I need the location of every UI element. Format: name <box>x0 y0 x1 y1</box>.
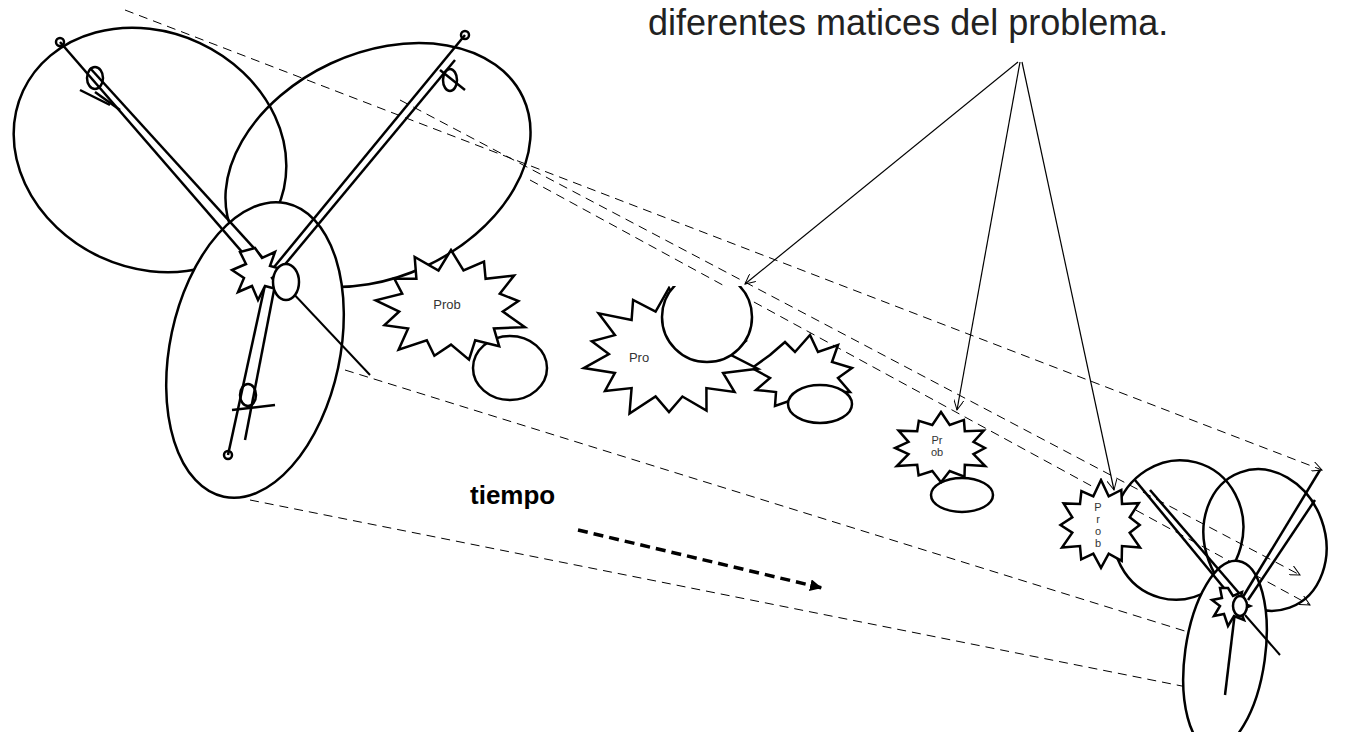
callout-note: diferentes matices del problema. <box>648 2 1168 44</box>
axis-label: tiempo <box>470 480 555 511</box>
problem-text: Pr ob <box>928 434 946 458</box>
problem-text: Pro <box>629 351 649 365</box>
problem-starburst: Prob <box>370 248 532 366</box>
problem-starburst: Pro <box>576 286 762 422</box>
problem-starburst: Pr ob <box>888 410 994 486</box>
projection-lines <box>125 10 1322 700</box>
starburst-outline <box>576 286 762 422</box>
left-triad <box>0 0 570 514</box>
time-arrow <box>578 530 822 588</box>
problem-starburst: P r o b <box>1054 478 1148 572</box>
problem-text: P r o b <box>1094 501 1102 549</box>
right-triad <box>1097 446 1346 732</box>
leader-lines <box>745 62 1114 490</box>
problem-text: Prob <box>433 298 460 312</box>
